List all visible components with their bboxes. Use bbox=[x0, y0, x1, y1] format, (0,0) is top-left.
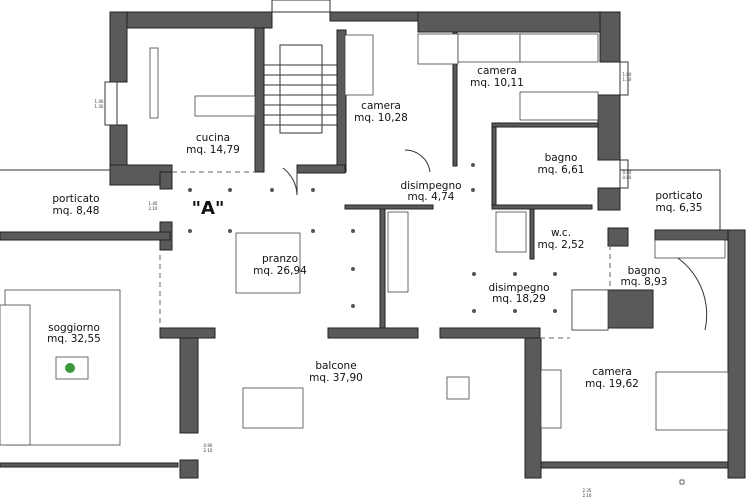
plant bbox=[65, 363, 75, 373]
room-area-balcone: mq. 37,90 bbox=[309, 372, 363, 384]
dimension-window-bottom: 2.10 bbox=[583, 493, 592, 498]
room-name-porticato-1: porticato bbox=[52, 193, 99, 205]
room-area-porticato-2: mq. 6,35 bbox=[656, 202, 703, 214]
room-name-disimpegno-2: disimpegno bbox=[488, 282, 549, 294]
kitchen-counter bbox=[194, 95, 256, 117]
sofa bbox=[0, 304, 31, 446]
room-area-camera-3: mq. 19,62 bbox=[585, 378, 639, 390]
room-area-bagno-1: mq. 6,61 bbox=[538, 164, 585, 176]
desk bbox=[540, 369, 562, 429]
room-area-camera-1: mq. 10,28 bbox=[354, 112, 408, 124]
staircase bbox=[279, 44, 323, 134]
dimension-window-top: 0.80 bbox=[623, 170, 632, 175]
dimension-window-top: 2.35 bbox=[583, 488, 592, 493]
room-area-wc: mq. 2,52 bbox=[538, 239, 585, 251]
bed bbox=[457, 33, 521, 63]
dimension-window-bottom: 1.30 bbox=[623, 77, 632, 82]
room-area-soggiorno: mq. 32,55 bbox=[47, 333, 101, 345]
dimension-door-bottom: 2.10 bbox=[149, 206, 158, 211]
bed bbox=[519, 91, 599, 121]
room-name-bagno-1: bagno bbox=[545, 152, 578, 164]
room-name-balcone: balcone bbox=[315, 360, 356, 372]
furniture bbox=[0, 33, 729, 485]
bed bbox=[519, 33, 599, 63]
room-name-soggiorno: soggiorno bbox=[48, 322, 100, 334]
wardrobe bbox=[387, 211, 409, 293]
dimension-window-top: 1.00 bbox=[623, 72, 632, 77]
stair-steps bbox=[264, 64, 337, 126]
dimension-window-top: 1.40 bbox=[95, 99, 104, 104]
dimension-labels: 1.40 1.30 1.40 2.10 1.00 1.30 0.80 0.80 … bbox=[95, 72, 632, 498]
kitchen-cabinets bbox=[149, 47, 159, 119]
balcony-table bbox=[242, 387, 304, 429]
bed bbox=[344, 34, 374, 96]
room-name-wc: w.c. bbox=[551, 227, 571, 239]
dimension-door-top: 0.90 bbox=[204, 443, 213, 448]
room-name-cucina: cucina bbox=[196, 132, 230, 144]
wardrobe bbox=[417, 33, 459, 65]
bathtub bbox=[495, 211, 527, 253]
room-area-camera-2: mq. 10,11 bbox=[470, 77, 524, 89]
room-area-bagno-2: mq. 8,93 bbox=[621, 276, 668, 288]
room-name-disimpegno-1: disimpegno bbox=[400, 180, 461, 192]
room-name-camera-2: camera bbox=[477, 65, 517, 77]
room-name-porticato-2: porticato bbox=[655, 190, 702, 202]
room-name-bagno-2: bagno bbox=[628, 265, 661, 277]
side-table bbox=[446, 376, 470, 400]
room-area-pranzo: mq. 26,94 bbox=[253, 265, 307, 277]
dimension-window-bottom: 1.30 bbox=[95, 104, 104, 109]
room-name-camera-3: camera bbox=[592, 366, 632, 378]
room-labels: "A" cucina mq. 14,79 camera mq. 10,28 ca… bbox=[47, 65, 702, 390]
ceiling-lights bbox=[188, 163, 557, 313]
room-area-cucina: mq. 14,79 bbox=[186, 144, 240, 156]
double-bed bbox=[655, 371, 729, 431]
vanity bbox=[654, 239, 726, 259]
dimension-window-bottom: 0.80 bbox=[623, 175, 632, 180]
room-boundaries bbox=[159, 171, 611, 339]
room-name-pranzo: pranzo bbox=[262, 253, 298, 265]
openings bbox=[0, 0, 721, 462]
shower bbox=[571, 289, 609, 331]
room-name-camera-1: camera bbox=[361, 100, 401, 112]
dimension-door-top: 1.40 bbox=[149, 201, 158, 206]
room-area-porticato-1: mq. 8,48 bbox=[53, 205, 100, 217]
unit-label: "A" bbox=[192, 198, 225, 219]
dimension-door-bottom: 2.10 bbox=[204, 448, 213, 453]
room-area-disimpegno-1: mq. 4,74 bbox=[408, 191, 455, 203]
dining-table bbox=[235, 232, 301, 294]
room-area-disimpegno-2: mq. 18,29 bbox=[492, 293, 546, 305]
